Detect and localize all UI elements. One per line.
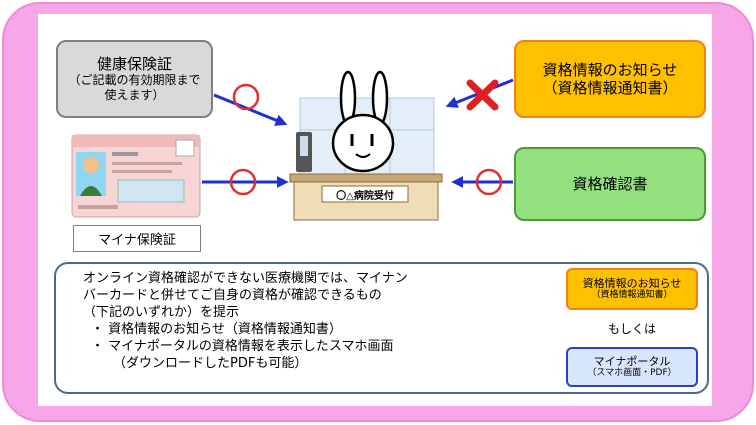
ok-circle-my-number-card bbox=[229, 168, 257, 196]
health-insurance-note-1: （ご記載の有効期限まで bbox=[68, 73, 201, 87]
health-insurance-note-2: 使えます） bbox=[104, 88, 165, 102]
option-eligibility-notice-sub: （資格情報通知書） bbox=[591, 290, 673, 300]
reception-desk-illustration bbox=[289, 70, 443, 221]
eligibility-notice-title: 資格情報のお知らせ bbox=[542, 61, 678, 79]
bottom-info-text: オンライン資格確認ができない医療機関では、マイナン バーカードと併せてご自身の資… bbox=[83, 270, 493, 372]
eligibility-notice-box: 資格情報のお知らせ （資格情報通知書） bbox=[514, 40, 706, 118]
health-insurance-card-box: 健康保険証 （ご記載の有効期限まで 使えます） bbox=[56, 40, 213, 118]
option-eligibility-notice-title: 資格情報のお知らせ bbox=[582, 277, 682, 290]
info-line-2: バーカードと併せてご自身の資格が確認できるもの bbox=[83, 288, 382, 303]
eligibility-certificate-box: 資格確認書 bbox=[514, 147, 706, 221]
info-line-1: オンライン資格確認ができない医療機関では、マイナン bbox=[83, 271, 408, 286]
info-bullet-1: ・ 資格情報のお知らせ（資格情報通知書） bbox=[91, 322, 342, 337]
or-text: もしくは bbox=[607, 322, 656, 336]
my-number-card-label: マイナ保険証 bbox=[73, 225, 201, 252]
option-eligibility-notice-box: 資格情報のお知らせ （資格情報通知書） bbox=[566, 268, 698, 310]
option-myna-portal-title: マイナポータル bbox=[593, 355, 671, 368]
my-number-card-illustration bbox=[71, 134, 201, 218]
info-line-3: （下記のいずれか）を提示 bbox=[83, 305, 240, 320]
reception-sign: 〇△病院受付 bbox=[336, 190, 394, 202]
ok-circle-health-insurance bbox=[232, 83, 260, 111]
eligibility-certificate-title: 資格確認書 bbox=[572, 175, 648, 193]
health-insurance-title: 健康保険証 bbox=[96, 55, 172, 73]
info-bullet-2: ・ マイナポータルの資格情報を表示したスマホ画面 bbox=[91, 339, 394, 354]
ok-circle-certificate bbox=[475, 168, 503, 196]
info-bullet-2-sub: （ダウンロードしたPDFも可能） bbox=[113, 356, 308, 371]
ng-cross-mark bbox=[466, 79, 499, 111]
option-myna-portal-box: マイナポータル （スマホ画面・PDF） bbox=[566, 347, 698, 387]
option-myna-portal-sub: （スマホ画面・PDF） bbox=[587, 368, 677, 378]
eligibility-notice-subtitle: （資格情報通知書） bbox=[542, 79, 678, 97]
